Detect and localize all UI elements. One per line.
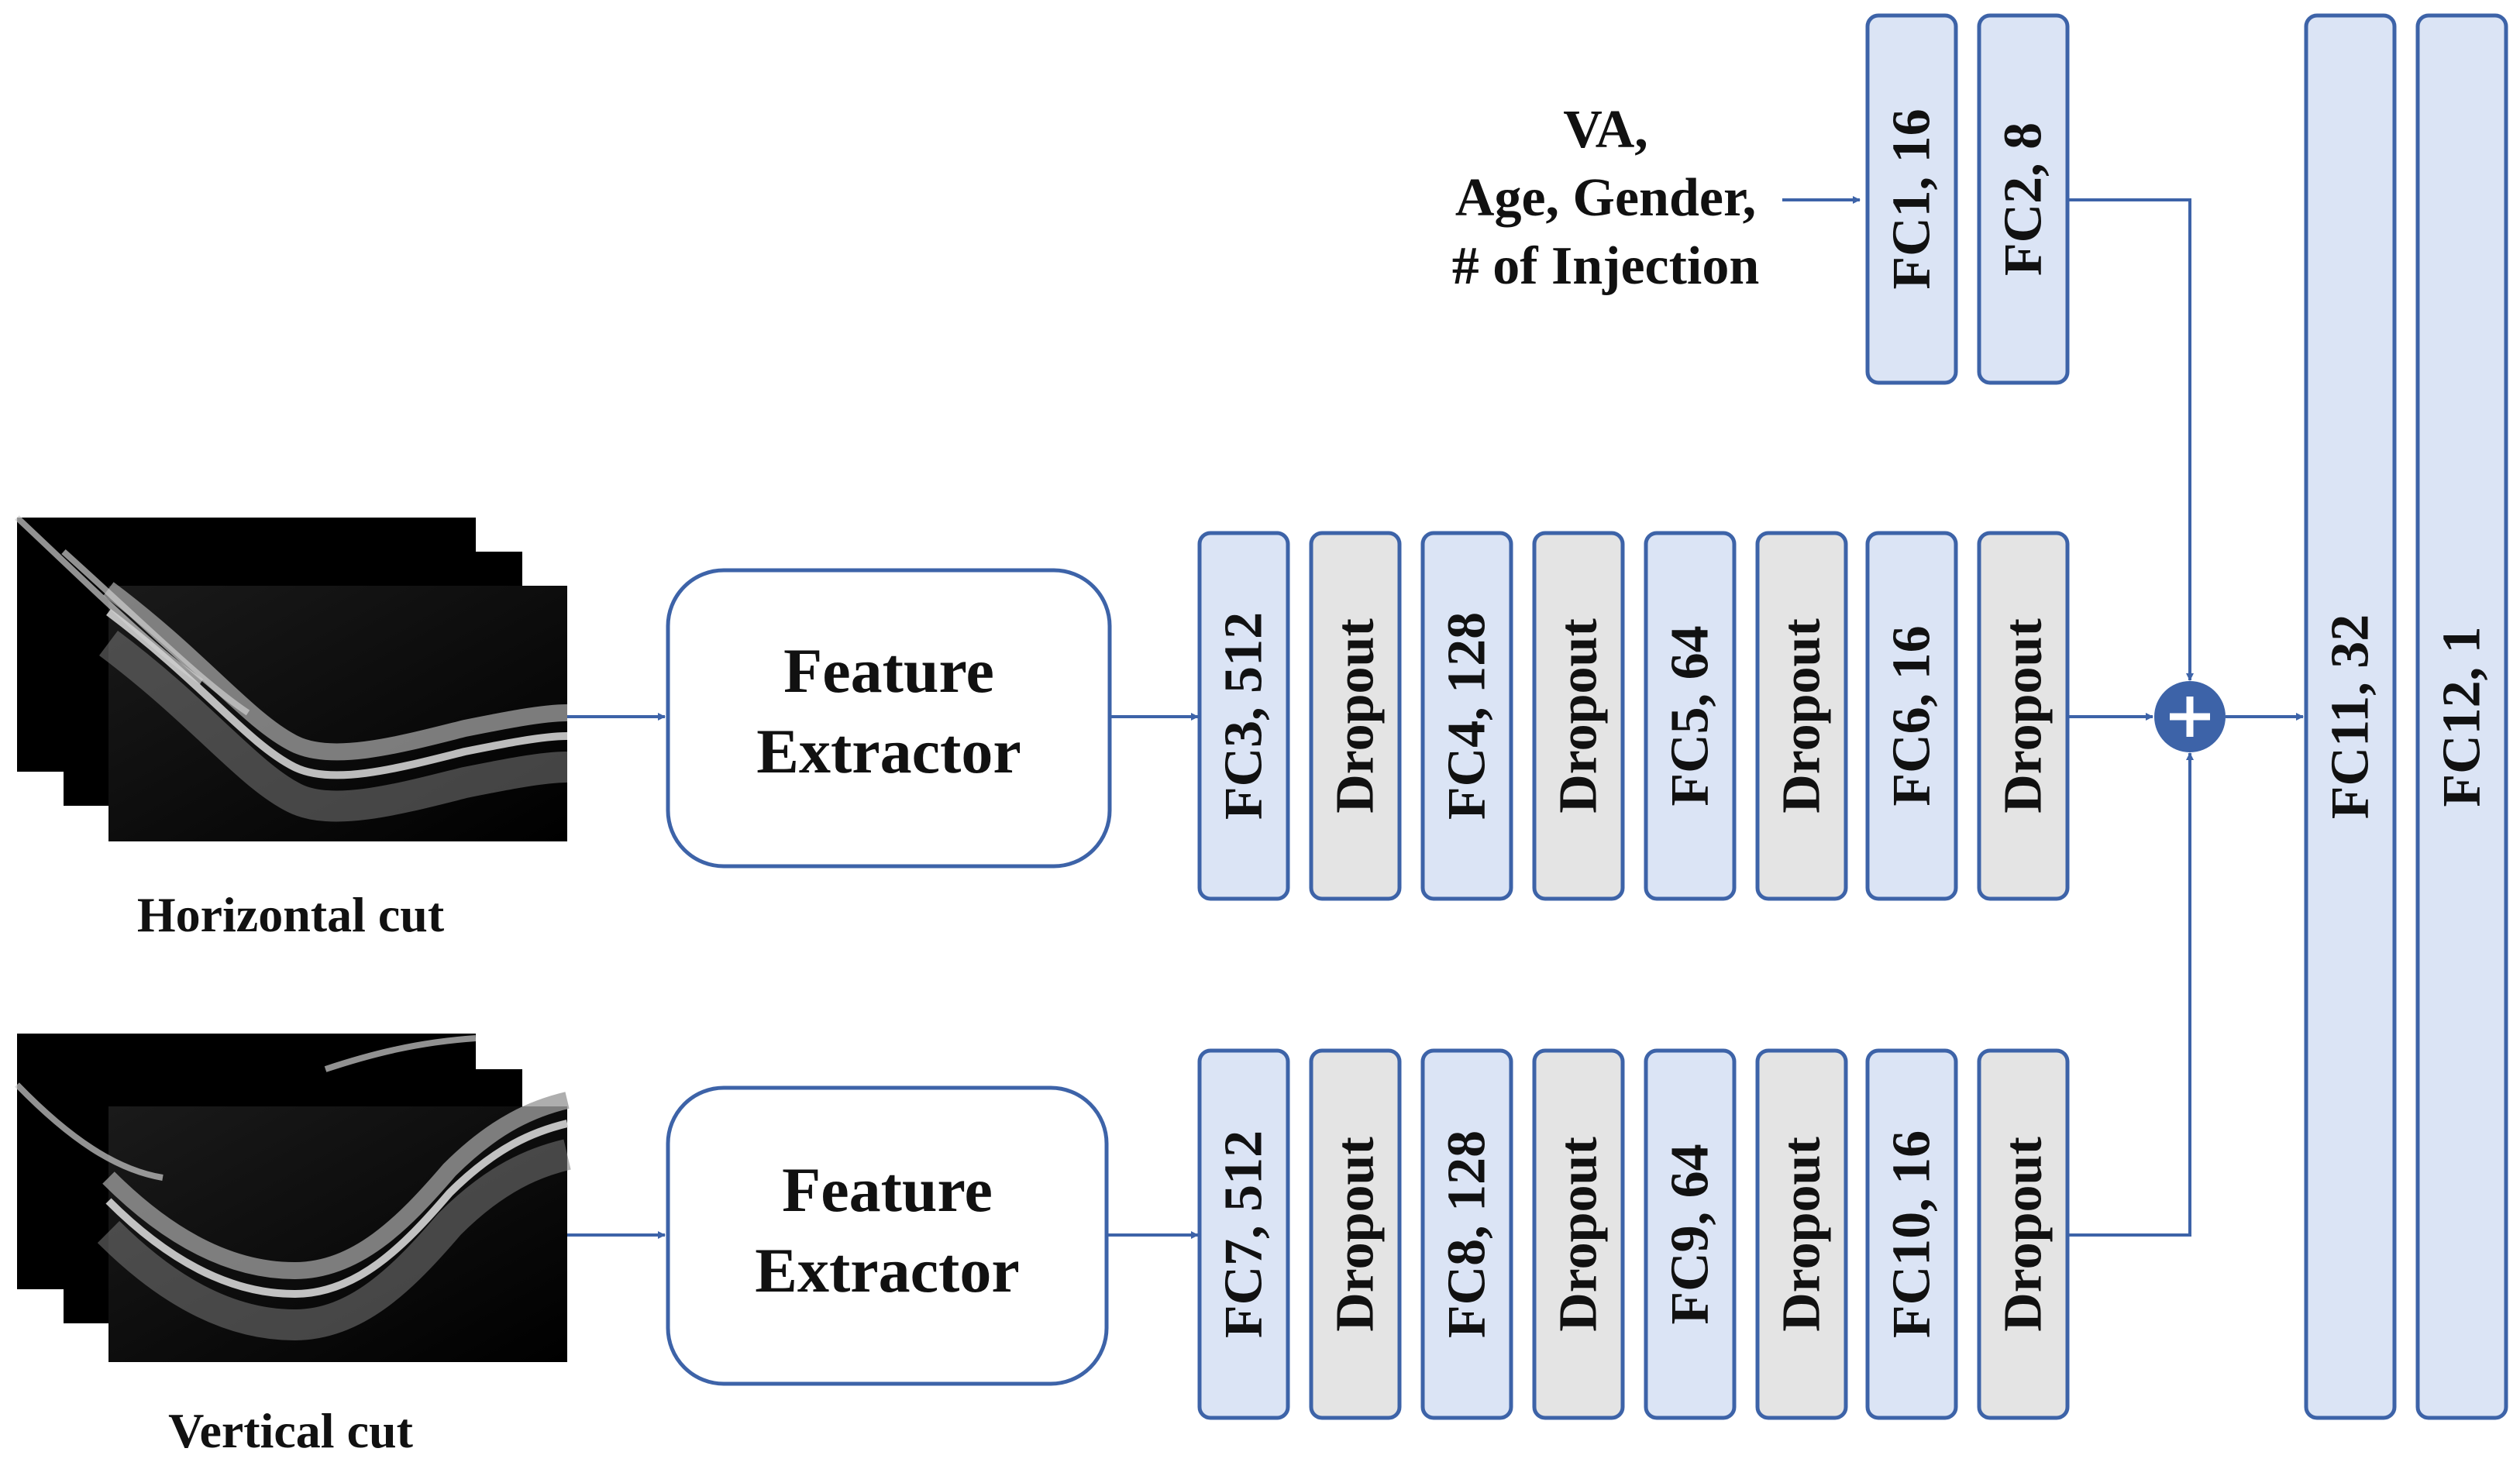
layer-label: FC8, 128: [1437, 1130, 1497, 1338]
layer-box: [1977, 13, 2070, 385]
layer-label: FC1, 16: [1882, 108, 1942, 289]
layer-box: [1197, 1048, 1290, 1420]
layer-label: FC5, 64: [1661, 625, 1720, 806]
layer-box: [1532, 531, 1625, 901]
layer-box: [1865, 13, 1958, 385]
layer-label: FC12, 1: [2432, 626, 2492, 807]
arrow-fc2-to-fusion: [2063, 198, 2194, 681]
layer-box: [1197, 531, 1290, 901]
v-branch-dropout-layer: Dropout: [1532, 1048, 1625, 1420]
layer-box: [1865, 1048, 1958, 1420]
layer-box: [1977, 1048, 2070, 1420]
h-branch-fc5-64-layer: FC5, 64: [1644, 531, 1737, 901]
h-branch-dropout-layer: Dropout: [1977, 531, 2070, 901]
h-branch-fc4-128-layer: FC4, 128: [1420, 531, 1513, 901]
layer-box: [1755, 1048, 1848, 1420]
layer-label: Dropout: [1326, 618, 1386, 814]
layer-label: FC11, 32: [2321, 614, 2381, 819]
layer-label: Dropout: [1772, 618, 1832, 814]
h-branch-dropout-layer: Dropout: [1532, 531, 1625, 901]
layer-box: [2304, 13, 2397, 1420]
feature-extractor-bottom: Feature Extractor: [666, 1085, 1109, 1386]
vertical-oct-stack: [15, 1034, 571, 1362]
clinical-fc1-16-layer: FC1, 16: [1865, 13, 1958, 385]
h-branch-fc6-16-layer: FC6, 16: [1865, 531, 1958, 901]
layer-label: Dropout: [1549, 618, 1609, 814]
plus-circle-icon: [2154, 681, 2226, 752]
layer-box: [1532, 1048, 1625, 1420]
layer-box: [1309, 1048, 1402, 1420]
feature-extractor-top-line1: Feature: [783, 635, 994, 706]
vertical-cut-caption: Vertical cut: [168, 1403, 413, 1458]
horizontal-cut-caption: Horizontal cut: [137, 887, 445, 942]
clinical-inputs-label: VA, Age, Gender, # of Injection: [1452, 100, 1760, 296]
layer-label: FC4, 128: [1437, 612, 1497, 820]
feature-extractor-bottom-line2: Extractor: [755, 1235, 1020, 1306]
feature-extractor-top-line2: Extractor: [756, 716, 1021, 786]
v-branch-fc10-16-layer: FC10, 16: [1865, 1048, 1958, 1420]
v-branch-fc9-64-layer: FC9, 64: [1644, 1048, 1737, 1420]
layer-label: FC7, 512: [1214, 1130, 1274, 1338]
layer-box: [1644, 1048, 1737, 1420]
h-branch-dropout-layer: Dropout: [1755, 531, 1848, 901]
layer-box: [1865, 531, 1958, 901]
head-fc11-32-layer: FC11, 32: [2304, 13, 2397, 1420]
layer-box: [2415, 13, 2508, 1420]
horizontal-oct-stack: [15, 515, 568, 841]
h-branch-dropout-layer: Dropout: [1309, 531, 1402, 901]
layer-box: [1309, 531, 1402, 901]
layer-box: [1420, 531, 1513, 901]
feature-extractor-bottom-line1: Feature: [782, 1154, 993, 1225]
layer-box: [1420, 1048, 1513, 1420]
layer-label: Dropout: [1326, 1137, 1386, 1332]
layer-label: FC9, 64: [1661, 1144, 1720, 1324]
feature-extractor-top: Feature Extractor: [666, 568, 1112, 869]
v-branch-dropout-layer: Dropout: [1309, 1048, 1402, 1420]
v-branch-dropout-layer: Dropout: [1977, 1048, 2070, 1420]
clinical-line-injections: # of Injection: [1452, 236, 1760, 296]
layer-label: Dropout: [1994, 618, 2054, 814]
v-branch-fc8-128-layer: FC8, 128: [1420, 1048, 1513, 1420]
connectors: [567, 196, 2304, 1239]
layer-label: Dropout: [1772, 1137, 1832, 1332]
layer-box: [1755, 531, 1848, 901]
layer-box: [1977, 531, 2070, 901]
v-branch-dropout-layer: Dropout: [1755, 1048, 1848, 1420]
layer-label: FC2, 8: [1994, 122, 2054, 276]
layer-label: FC3, 512: [1214, 612, 1274, 820]
layer-label: Dropout: [1994, 1137, 2054, 1332]
arrow-v-branch-to-fusion: [2063, 752, 2194, 1237]
layer-label: FC10, 16: [1882, 1130, 1942, 1338]
clinical-line-va: VA,: [1563, 100, 1648, 160]
layer-label: FC6, 16: [1882, 625, 1942, 806]
layer-box: [1644, 531, 1737, 901]
clinical-fc2-8-layer: FC2, 8: [1977, 13, 2070, 385]
clinical-line-age-gender: Age, Gender,: [1455, 168, 1756, 228]
layer-label: Dropout: [1549, 1137, 1609, 1332]
head-fc12-1-layer: FC12, 1: [2415, 13, 2508, 1420]
h-branch-fc3-512-layer: FC3, 512: [1197, 531, 1290, 901]
v-branch-fc7-512-layer: FC7, 512: [1197, 1048, 1290, 1420]
